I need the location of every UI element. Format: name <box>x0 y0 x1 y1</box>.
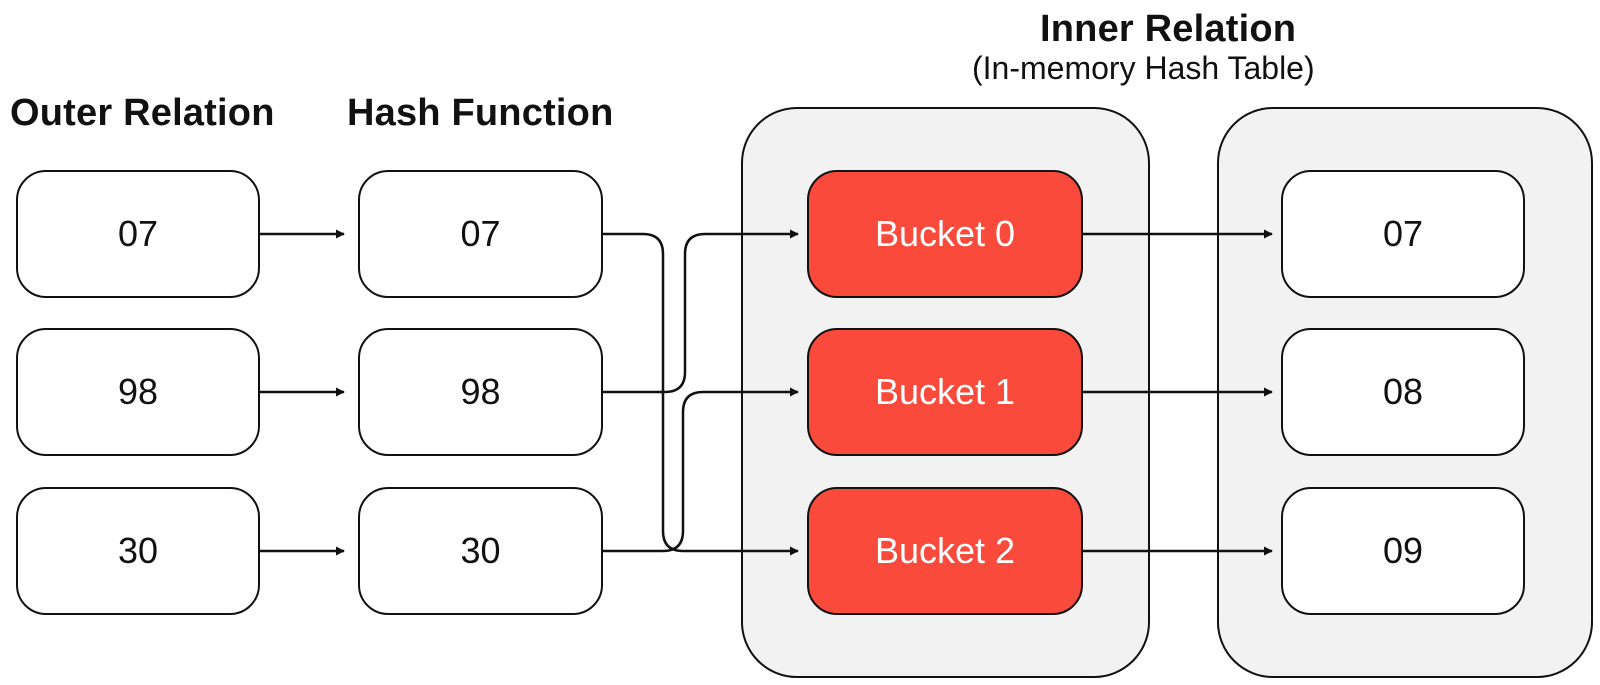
arrow-hash-98-to-bucket-0 <box>603 229 799 394</box>
outer-relation-node: 98 <box>16 328 260 456</box>
arrow-hash-30-to-bucket-1 <box>603 387 799 553</box>
bucket-node: Bucket 0 <box>807 170 1083 298</box>
outer-relation-node: 30 <box>16 487 260 615</box>
inner-value-node: 07 <box>1281 170 1525 298</box>
inner-value-node: 08 <box>1281 328 1525 456</box>
bucket-node: Bucket 2 <box>807 487 1083 615</box>
inner-relation-subheading: (In-memory Hash Table) <box>972 50 1315 86</box>
outer-relation-heading: Outer Relation <box>10 92 275 134</box>
hash-function-heading: Hash Function <box>347 92 614 134</box>
inner-value-node: 09 <box>1281 487 1525 615</box>
hash-function-node: 07 <box>358 170 603 298</box>
outer-relation-node: 07 <box>16 170 260 298</box>
hash-function-node: 30 <box>358 487 603 615</box>
inner-relation-heading: Inner Relation <box>1040 8 1297 50</box>
hash-function-node: 98 <box>358 328 603 456</box>
bucket-node: Bucket 1 <box>807 328 1083 456</box>
